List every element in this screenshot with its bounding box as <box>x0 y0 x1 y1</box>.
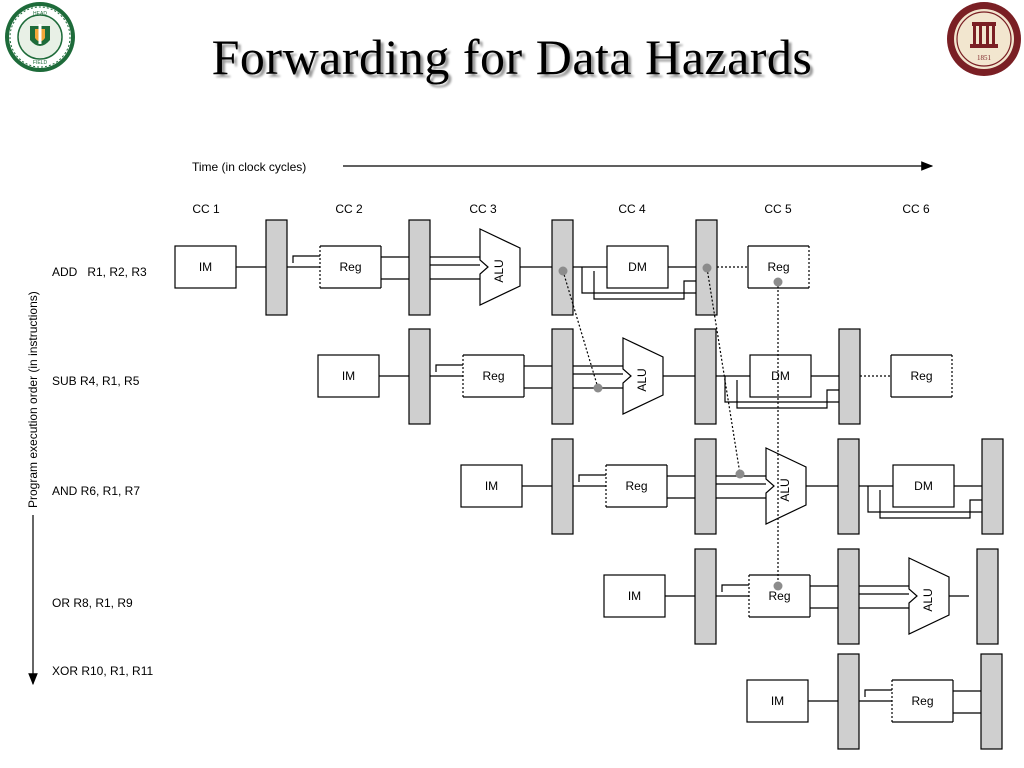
cycle-label: CC 4 <box>618 202 646 216</box>
instruction-memory-label: IM <box>771 694 784 708</box>
forwarding-dot <box>735 469 745 479</box>
wire <box>859 600 918 609</box>
pipeline-register <box>551 438 574 535</box>
time-axis-label: Time (in clock cycles) <box>192 160 306 174</box>
pipeline-register <box>981 438 1004 535</box>
pipeline-register <box>837 548 860 645</box>
instruction-memory-label: IM <box>199 260 212 274</box>
pipeline-register <box>408 328 431 425</box>
data-memory <box>892 464 955 508</box>
cycle-label: CC 1 <box>192 202 220 216</box>
pipeline-register <box>837 653 860 750</box>
wire <box>581 267 696 294</box>
pipeline-register <box>980 653 1003 750</box>
pipeline-register <box>694 328 717 425</box>
wire <box>879 490 982 519</box>
fsu-seal-icon: 1851 <box>947 2 1021 76</box>
wire <box>724 376 839 403</box>
instruction-memory <box>460 464 523 508</box>
wire <box>435 364 463 372</box>
forwarding-dot <box>773 581 783 591</box>
cycle-label: CC 5 <box>764 202 792 216</box>
program-order-axis-label: Program execution order (in instructions… <box>26 291 40 508</box>
wire <box>292 255 320 263</box>
register-file-label: Reg <box>339 260 361 274</box>
famu-seal-icon: FIELD HEAD <box>5 2 75 72</box>
cycle-label: CC 6 <box>902 202 930 216</box>
svg-text:HEAD: HEAD <box>33 11 47 17</box>
instruction-memory-label: IM <box>628 589 641 603</box>
svg-text:FIELD: FIELD <box>33 60 48 66</box>
data-memory-label: DM <box>771 369 790 383</box>
alu-unit <box>622 337 664 415</box>
instruction-memory <box>317 354 380 398</box>
instruction-label: XOR R10, R1, R11 <box>52 664 153 678</box>
pipeline-register <box>551 328 574 425</box>
register-file <box>891 355 952 397</box>
register-file <box>892 680 953 722</box>
instruction-label: SUB R4, R1, R5 <box>52 374 140 388</box>
alu-unit <box>908 557 950 635</box>
register-file <box>463 355 524 397</box>
wire <box>864 689 892 697</box>
register-file-label: Reg <box>910 369 932 383</box>
data-memory-label: DM <box>628 260 647 274</box>
slide-title: Forwarding for Data Hazards <box>211 29 813 85</box>
instruction-memory <box>746 679 809 723</box>
alu-label: ALU <box>492 259 506 282</box>
instruction-label: ADD R1, R2, R3 <box>52 265 147 279</box>
cycle-label: CC 3 <box>469 202 497 216</box>
alu-label: ALU <box>921 588 935 611</box>
register-file-label: Reg <box>768 589 790 603</box>
pipeline-register <box>408 219 431 316</box>
cycle-label: CC 2 <box>335 202 363 216</box>
alu-label: ALU <box>778 478 792 501</box>
data-memory-label: DM <box>914 479 933 493</box>
wire <box>867 486 982 513</box>
wire <box>578 474 606 482</box>
forwarding-dot <box>773 277 783 287</box>
forwarding-dot <box>593 383 603 393</box>
forwarding-path <box>706 267 741 475</box>
alu-unit <box>765 447 807 525</box>
wire <box>716 490 775 499</box>
wire <box>430 271 489 280</box>
instruction-memory-label: IM <box>342 369 355 383</box>
instruction-label: OR R8, R1, R9 <box>52 596 133 610</box>
pipeline-register <box>976 548 999 645</box>
wire <box>593 271 696 300</box>
wire <box>721 584 749 592</box>
forwarding-dot <box>558 266 568 276</box>
pipeline-register <box>694 438 717 535</box>
register-file-label: Reg <box>767 260 789 274</box>
fsu-year: 1851 <box>977 54 992 62</box>
register-file-label: Reg <box>911 694 933 708</box>
pipeline-register <box>694 548 717 645</box>
alu-unit <box>479 228 521 306</box>
pipeline-register <box>265 219 288 316</box>
instruction-memory <box>174 245 237 289</box>
instruction-label: AND R6, R1, R7 <box>52 484 140 498</box>
alu-label: ALU <box>635 368 649 391</box>
register-file <box>320 246 381 288</box>
forwarding-dot <box>702 263 712 273</box>
instruction-memory-label: IM <box>485 479 498 493</box>
register-file <box>606 465 667 507</box>
pipeline-register <box>837 438 860 535</box>
forwarding-path <box>562 270 599 389</box>
pipeline-register <box>838 328 861 425</box>
register-file-label: Reg <box>482 369 504 383</box>
register-file-label: Reg <box>625 479 647 493</box>
wire <box>736 380 839 409</box>
